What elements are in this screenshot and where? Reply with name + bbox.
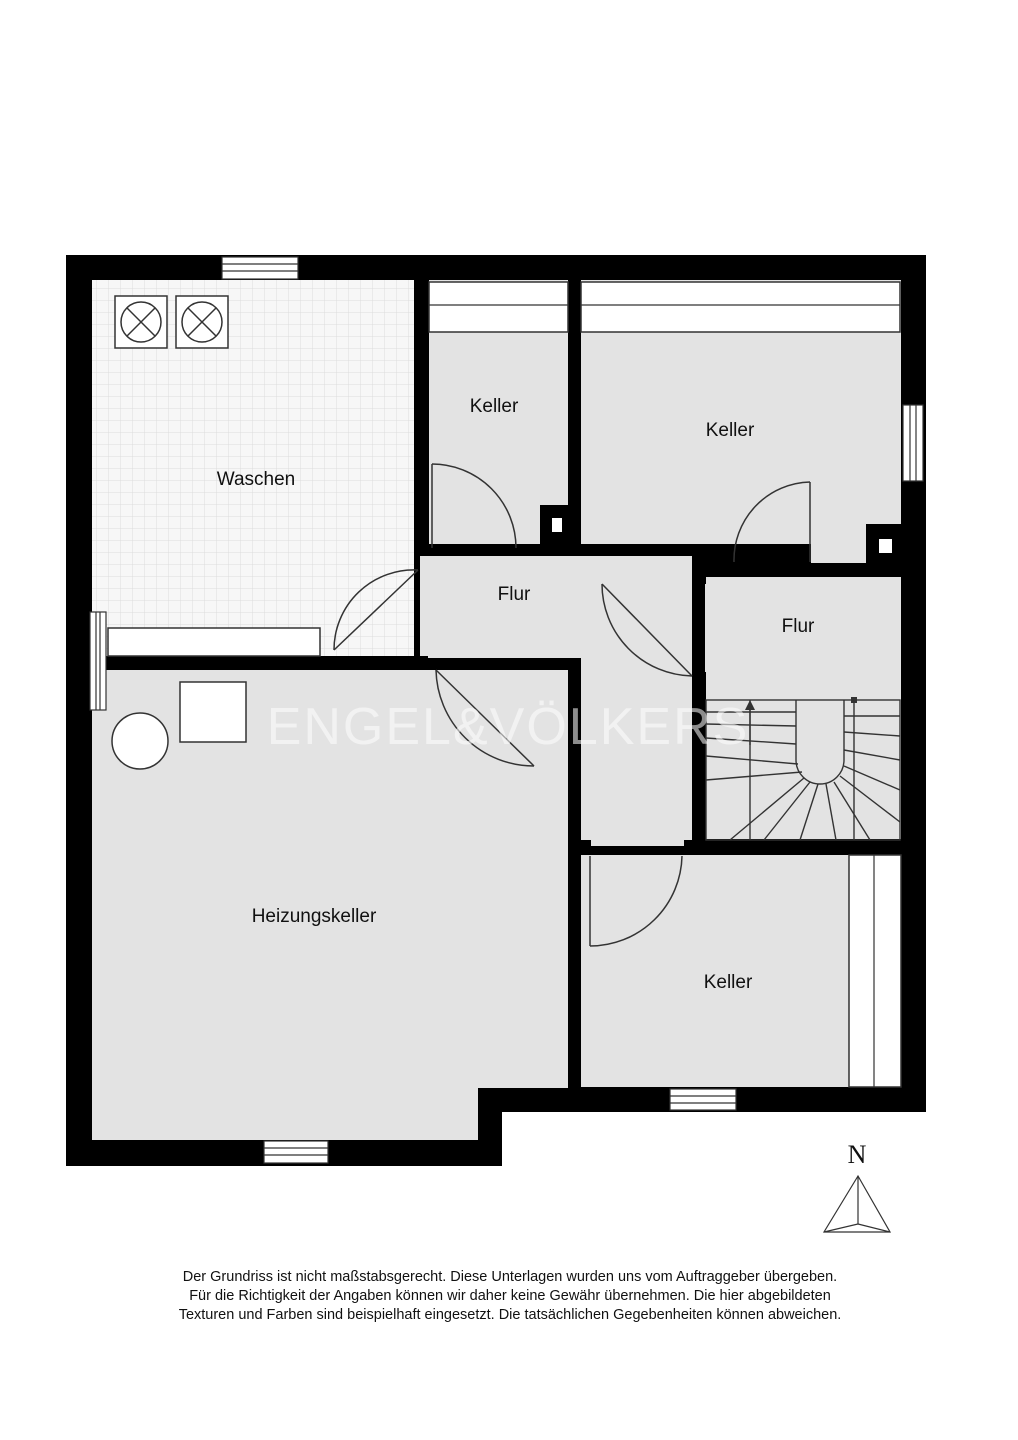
room-label-keller-2: Keller — [706, 420, 755, 441]
compass-arrow-icon — [822, 1174, 892, 1233]
room-label-heizungskeller: Heizungskeller — [252, 906, 377, 927]
doors — [333, 463, 811, 947]
counter-waschen — [107, 627, 321, 657]
shaft-1-inner — [552, 518, 562, 532]
shelf-keller-3 — [848, 854, 902, 1088]
room-flur-1-corridor — [580, 656, 692, 846]
staircase — [705, 699, 901, 841]
disclaimer-line-2: Für die Richtigkeit der Angaben können w… — [189, 1288, 831, 1304]
shaft-2-inner — [879, 539, 892, 553]
disclaimer-line-1: Der Grundriss ist nicht maßstabsgerecht.… — [182, 1269, 838, 1285]
washing-machine-icon — [114, 295, 168, 349]
stair-arrow-icon — [745, 700, 755, 710]
compass-label: N — [848, 1140, 867, 1169]
room-label-flur-1: Flur — [498, 584, 531, 605]
disclaimer: Der Grundriss ist nicht maßstabsgerecht.… — [60, 1268, 960, 1325]
dryer-icon — [175, 295, 229, 349]
watermark: ENGEL&VÖLKERS — [267, 698, 750, 756]
room-label-waschen: Waschen — [217, 469, 296, 490]
room-keller-3-floor — [581, 855, 901, 1087]
disclaimer-line-3: Texturen und Farben sind beispielhaft ei… — [178, 1307, 842, 1323]
room-label-keller-1: Keller — [470, 396, 519, 417]
boiler-icon — [111, 712, 169, 770]
shelf-keller-1 — [428, 281, 569, 333]
windows — [89, 256, 924, 1164]
heater-icon — [179, 681, 247, 743]
interior-walls — [92, 280, 901, 1088]
room-heizungskeller-floor — [92, 670, 568, 1140]
shelf-keller-2 — [580, 281, 901, 333]
room-label-flur-2: Flur — [782, 616, 815, 637]
room-flur-2-floor — [705, 577, 901, 839]
room-flur-1-floor — [420, 556, 692, 658]
room-label-keller-3: Keller — [704, 972, 753, 993]
stair-end-marker — [851, 697, 857, 703]
